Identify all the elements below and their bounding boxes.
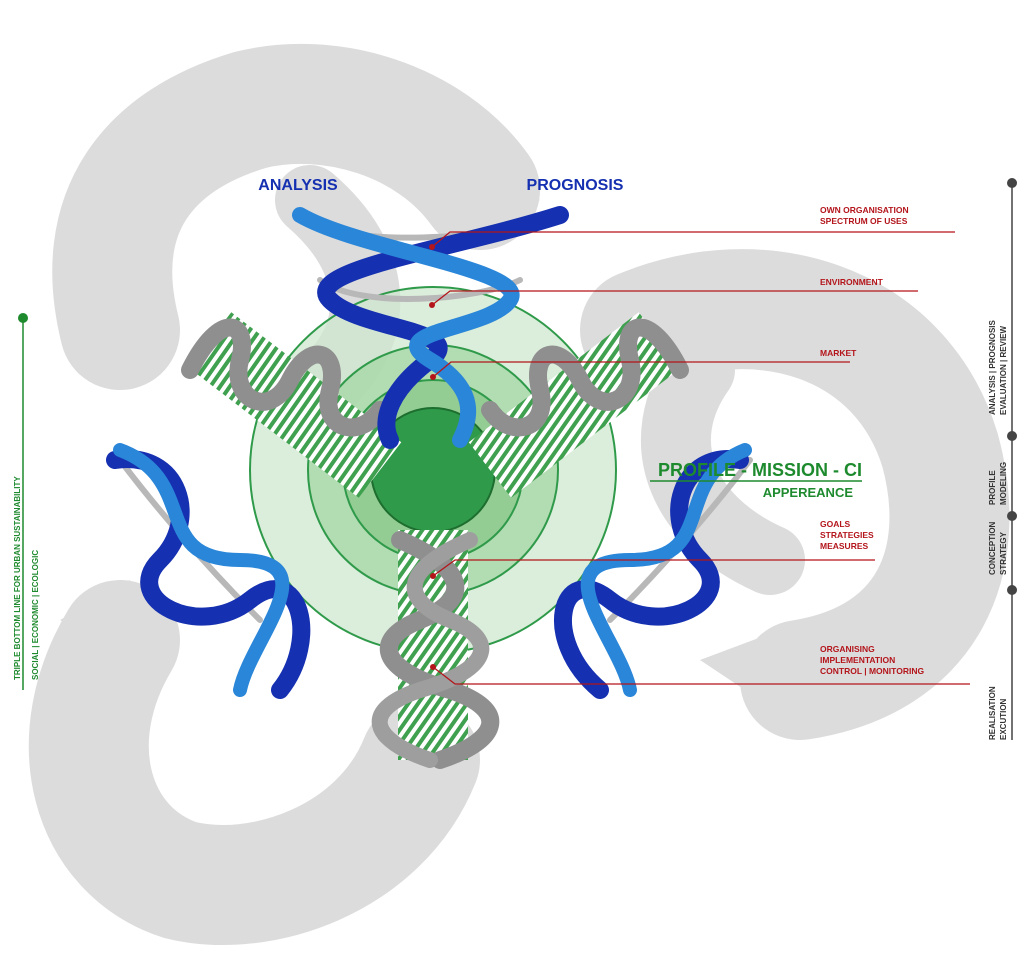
center-subtitle: APPEREANCE (763, 485, 854, 500)
left-axis-title: TRIPLE BOTTOM LINE FOR URBAN SUSTAINABIL… (13, 476, 22, 680)
right-axis-dot (1007, 178, 1017, 188)
right-axis-phase-label: STRATEGY (999, 531, 1008, 575)
annotation-text: ENVIRONMENT (820, 277, 884, 287)
annotation-text: STRATEGIES (820, 530, 874, 540)
annotation-text: CONTROL | MONITORING (820, 666, 924, 676)
right-axis-phase-label: REALISATION (988, 686, 997, 740)
right-axis-phase-label: CONCEPTION (988, 521, 997, 575)
left-axis-subtitle: SOCIAL | ECONOMIC | ECOLOGIC (31, 550, 40, 680)
annotation-text: SPECTRUM OF USES (820, 216, 908, 226)
right-axis-phase-label: MODELING (999, 462, 1008, 505)
annotation-text: GOALS (820, 519, 851, 529)
left-axis: TRIPLE BOTTOM LINE FOR URBAN SUSTAINABIL… (13, 313, 40, 690)
right-axis-dot (1007, 585, 1017, 595)
swirl-bottom (89, 640, 420, 885)
right-axis-phase-label: ANALYSIS | PROGNOSIS (988, 319, 997, 415)
annotation-text: ORGANISING (820, 644, 875, 654)
label-analysis: ANALYSIS (258, 177, 338, 194)
right-axis-phase-label: PROFILE (988, 470, 997, 505)
center-title: PROFILE - MISSION - CI (658, 460, 862, 480)
annotation-text: MARKET (820, 348, 857, 358)
right-axis-phase-label: EXCUTION (999, 698, 1008, 740)
annotation-text: MEASURES (820, 541, 869, 551)
label-prognosis: PROGNOSIS (527, 177, 624, 194)
right-axis-dot (1007, 431, 1017, 441)
annotation-text: OWN ORGANISATION (820, 205, 909, 215)
annotation-text: IMPLEMENTATION (820, 655, 895, 665)
right-axis-phase-label: EVALUATION | REVIEW (999, 325, 1008, 415)
right-axis-dot (1007, 511, 1017, 521)
